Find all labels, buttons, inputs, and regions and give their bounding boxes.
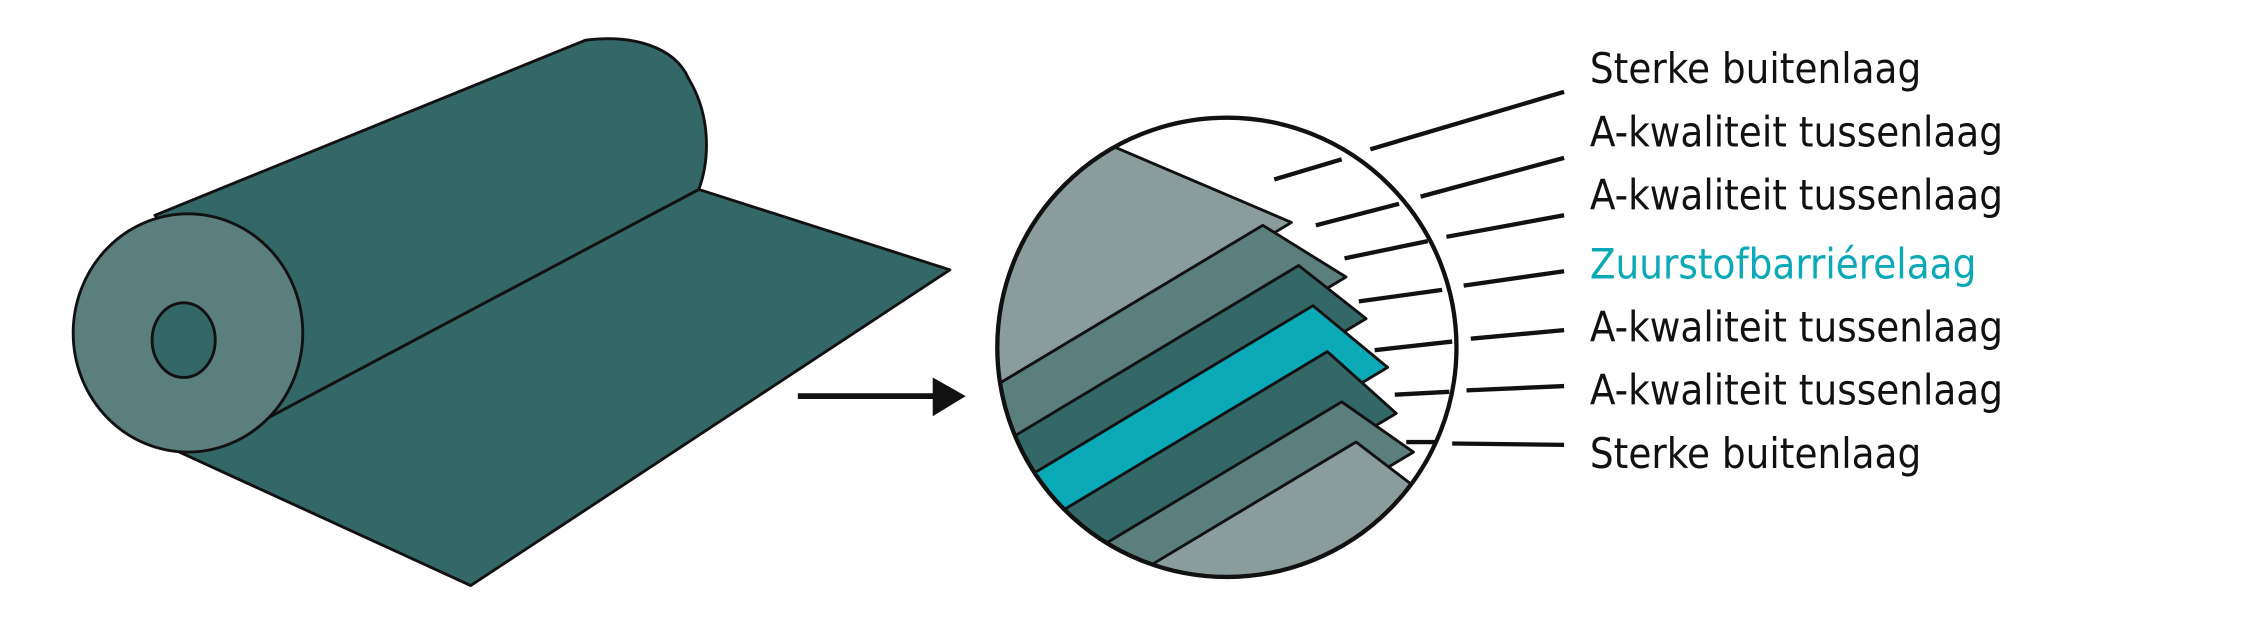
magnified-cross-section xyxy=(997,117,1437,577)
label-oxygen-barrier-layer: Zuurstofbarriérelaag xyxy=(1590,239,1976,288)
label-intermediate-layer-4: A-kwaliteit tussenlaag xyxy=(1590,366,2003,415)
leader-line-4 xyxy=(1463,269,1565,288)
leader-line-4 xyxy=(1358,287,1443,304)
leader-line-1 xyxy=(1369,89,1565,152)
layer-labels: Sterke buitenlaag A-kwaliteit tussenlaag… xyxy=(1590,44,2003,478)
label-outer-layer-bottom: Sterke buitenlaag xyxy=(1590,429,1921,478)
leader-line-6 xyxy=(1394,389,1450,397)
leader-line-3 xyxy=(1344,239,1429,261)
roll-core xyxy=(150,301,217,379)
magnifier-circle xyxy=(995,115,1459,580)
leader-line-2 xyxy=(1315,201,1400,228)
label-intermediate-layer-2: A-kwaliteit tussenlaag xyxy=(1590,171,2003,220)
leader-line-5 xyxy=(1470,327,1565,341)
label-outer-layer-top: Sterke buitenlaag xyxy=(1590,44,1921,93)
leader-lines xyxy=(1273,89,1565,448)
leader-line-7 xyxy=(1452,441,1565,448)
arrow-icon xyxy=(797,377,966,417)
leader-line-3 xyxy=(1446,213,1565,239)
leader-line-5 xyxy=(1374,339,1453,353)
label-intermediate-layer-3: A-kwaliteit tussenlaag xyxy=(1590,303,2003,352)
leader-line-2 xyxy=(1420,155,1565,199)
label-intermediate-layer-1: A-kwaliteit tussenlaag xyxy=(1590,107,2003,156)
leader-line-1 xyxy=(1273,157,1343,182)
leader-line-6 xyxy=(1466,383,1565,393)
film-roll xyxy=(71,37,952,587)
